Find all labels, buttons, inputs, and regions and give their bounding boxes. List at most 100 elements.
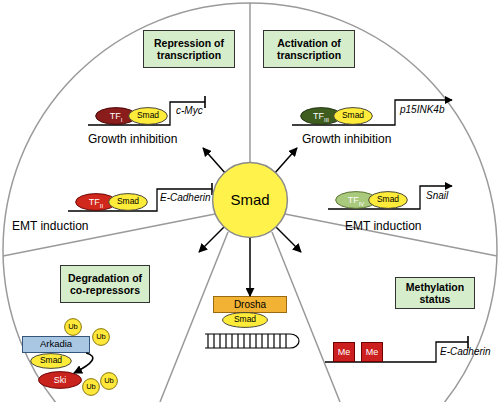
node-text: TFI (107, 111, 126, 121)
shape-fill (39, 372, 82, 389)
node-label: Smad (230, 191, 269, 208)
smad-oval: Smad (333, 107, 373, 125)
smad-oval: Smad (30, 353, 72, 369)
gene-name: E-Cadherin (160, 192, 211, 203)
shape-fill (213, 163, 288, 238)
node-text: Ub (83, 383, 99, 392)
outer-circle (3, 3, 497, 402)
rna-hairpin (205, 334, 299, 348)
node-label: Smad (234, 314, 256, 324)
node-text: Me (335, 347, 354, 357)
node-label: Ub (68, 322, 78, 331)
gene-name: c-Myc (176, 105, 203, 116)
methyl-box: Me (361, 342, 383, 362)
smad-oval: Smad (108, 193, 148, 211)
node-label: Activation of transcription (277, 37, 341, 61)
node-label: Ub (96, 332, 106, 341)
gene-name: Snail (426, 190, 448, 201)
arkadia-box: Arkadia (22, 336, 90, 353)
node-label: TF (348, 195, 359, 205)
gene-arrow (328, 186, 452, 209)
node-text: Smad (134, 111, 162, 121)
node-text: Drosha (231, 299, 269, 311)
node-text: Activation of transcription (264, 37, 354, 61)
pointer-arrow (274, 148, 297, 174)
node-text: TFIII (310, 111, 332, 121)
node-label: Ub (104, 376, 114, 385)
gene-name: p15INK4b (400, 104, 444, 115)
node-label: Smad (40, 355, 62, 365)
pointer-arrow (199, 227, 224, 252)
smad-oval: Smad (128, 107, 168, 125)
connector-arrow (74, 353, 93, 373)
node-label: Ski (54, 375, 67, 385)
node-text: Repression of transcription (144, 37, 234, 61)
node-label: Me (338, 347, 351, 357)
node-text: Me (363, 347, 382, 357)
outcome-label: EMT induction (12, 220, 88, 233)
base-pairs (208, 334, 286, 348)
node-text: Smad (227, 191, 272, 208)
node-label: TF (313, 111, 324, 121)
ubiquitin-circle: Ub (82, 378, 100, 396)
sector-divider (3, 214, 215, 256)
shape-fill (101, 373, 118, 390)
sector-divider (272, 232, 340, 402)
shape-fill (334, 108, 373, 125)
node-text: Smad (114, 197, 142, 207)
subscript-label: II (100, 203, 103, 209)
node-label: Smad (117, 196, 139, 206)
shape-fill (65, 319, 82, 336)
node-text: Smad (37, 356, 65, 366)
rna-strand (205, 334, 290, 348)
drosha-box: Drosha (213, 296, 287, 313)
pointer-arrow (203, 148, 226, 174)
node-text: Ub (65, 323, 81, 332)
node-text: Ski (51, 375, 70, 385)
node-text: Methylation status (396, 281, 474, 305)
connector-arrow (249, 238, 251, 296)
heading-box: Degradation of co-repressors (60, 265, 150, 303)
ski-oval: Ski (38, 371, 82, 389)
hairpin-loop (290, 334, 299, 348)
sector-divider (285, 214, 497, 256)
node-text: Arkadia (37, 339, 75, 350)
smad-oval: Smad (368, 191, 408, 209)
subscript-label: IV (359, 201, 365, 207)
node-text: TFII (86, 197, 106, 207)
node-label: Arkadia (40, 338, 72, 349)
shape-fill (129, 108, 168, 125)
node-label: Smad (377, 194, 399, 204)
ubiquitin-circle: Ub (64, 318, 82, 336)
outcome-label: Growth inhibition (88, 133, 177, 146)
node-text: Ub (101, 377, 117, 386)
heading-box: Methylation status (395, 277, 475, 309)
node-label: TF (89, 197, 100, 207)
shape-fill (223, 313, 268, 328)
node-label: Smad (342, 110, 364, 120)
node-label: Drosha (234, 299, 266, 310)
shape-fill (93, 329, 110, 346)
heading-box: Activation of transcription (263, 30, 355, 68)
node-label: Ub (86, 382, 96, 391)
methyl-box: Me (333, 342, 355, 362)
node-label: Degradation of co-repressors (68, 272, 142, 296)
node-label: Repression of transcription (154, 37, 224, 61)
subscript-label: III (324, 117, 329, 123)
node-label: Methylation status (406, 281, 464, 305)
outcome-label: Growth inhibition (302, 133, 391, 146)
sector-divider (249, 3, 251, 170)
node-text: Ub (93, 333, 109, 342)
shape-fill (31, 354, 72, 369)
gene-name: E-Cadherin (440, 346, 491, 357)
ubiquitin-circle: Ub (92, 328, 110, 346)
repression-bar (204, 96, 206, 108)
gene-line (68, 189, 212, 211)
node-text: Smad (374, 195, 402, 205)
smad-oval: Smad (222, 312, 268, 328)
central-smad: Smad (212, 162, 288, 238)
ubiquitin-circle: Ub (100, 372, 118, 390)
